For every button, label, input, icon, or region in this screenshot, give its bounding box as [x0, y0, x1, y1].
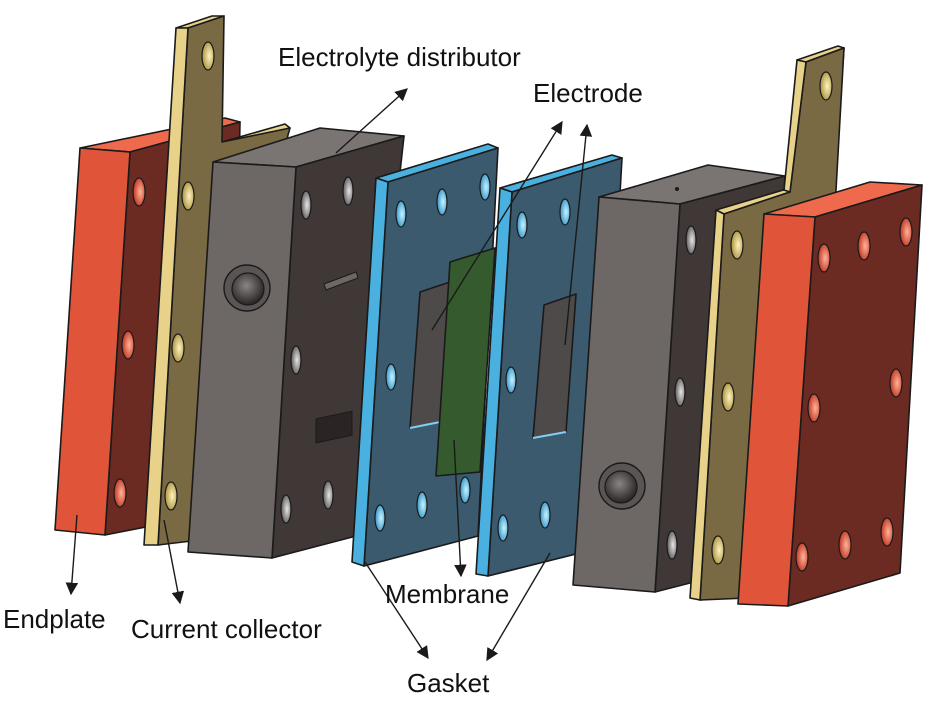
hole-icon	[819, 71, 833, 101]
hole-icon	[132, 177, 146, 207]
hole-icon	[807, 393, 821, 423]
hole-icon	[342, 176, 354, 206]
electrode-highlight	[532, 431, 567, 439]
hole-icon	[497, 514, 509, 542]
hole-icon	[300, 190, 312, 220]
hole-icon	[889, 368, 903, 398]
right-endplate-front	[737, 213, 816, 607]
hole-icon	[164, 481, 178, 511]
hole-icon	[838, 530, 852, 560]
hole-icon	[395, 200, 407, 228]
hole-icon	[674, 377, 686, 407]
left-distributor-front	[187, 161, 297, 559]
hole-icon	[479, 173, 491, 201]
hole-icon	[416, 491, 428, 519]
hole-icon	[290, 345, 302, 375]
label-electrolyte-distributor: Electrolyte distributor	[278, 42, 521, 72]
hole-icon	[685, 225, 697, 255]
left-electrolyte-distributor	[187, 127, 405, 559]
flow-channel-icon	[315, 410, 353, 444]
arrow-membrane	[453, 439, 467, 578]
arrow-endplate	[65, 514, 79, 596]
hole-icon	[171, 333, 185, 363]
hole-icon	[385, 363, 397, 391]
hole-icon	[880, 517, 894, 547]
label-electrode: Electrode	[533, 78, 643, 108]
label-endplate: Endplate	[3, 604, 106, 634]
hole-icon	[436, 188, 448, 216]
arrow-current-collector	[163, 519, 185, 605]
label-current-collector: Current collector	[131, 614, 322, 644]
hole-icon	[817, 243, 831, 273]
hole-icon	[121, 330, 135, 360]
arrow-gasket-left	[364, 561, 429, 660]
hole-icon	[666, 530, 678, 560]
right-gasket-edge	[475, 187, 513, 577]
right-endplate	[737, 181, 923, 607]
arrow-electrode-right	[564, 123, 593, 346]
hole-icon	[721, 382, 735, 412]
hole-icon	[459, 476, 471, 504]
hole-icon	[113, 478, 127, 508]
hole-icon	[516, 211, 528, 239]
hole-icon	[181, 181, 195, 211]
hole-icon	[201, 41, 215, 71]
hole-icon	[559, 198, 571, 226]
hole-icon	[374, 504, 386, 532]
hole-icon	[280, 494, 292, 524]
left-endplate-front	[54, 147, 131, 536]
electrode-highlight	[409, 421, 441, 429]
left-gasket-edge	[351, 177, 389, 567]
flow-slot-icon	[323, 271, 359, 291]
port-inner	[231, 272, 265, 306]
hole-icon	[899, 217, 913, 247]
arrow-gasket-right	[486, 552, 551, 662]
hole-icon	[539, 501, 551, 529]
hole-icon	[730, 230, 744, 260]
label-gasket: Gasket	[407, 668, 490, 698]
hole-icon	[505, 366, 517, 394]
right-collector-edge	[689, 209, 725, 601]
arrow-electrolyte-distributor	[335, 88, 408, 154]
left-collector-edge	[143, 27, 189, 546]
hole-icon	[711, 535, 725, 565]
right-collector-tab-side	[783, 59, 807, 193]
label-membrane: Membrane	[385, 579, 509, 609]
hole-icon	[795, 542, 809, 572]
port-inner	[604, 470, 638, 504]
hole-icon	[857, 231, 871, 261]
top-port-dot	[675, 187, 679, 191]
arrow-electrode-left	[431, 120, 563, 331]
hole-icon	[322, 480, 334, 510]
